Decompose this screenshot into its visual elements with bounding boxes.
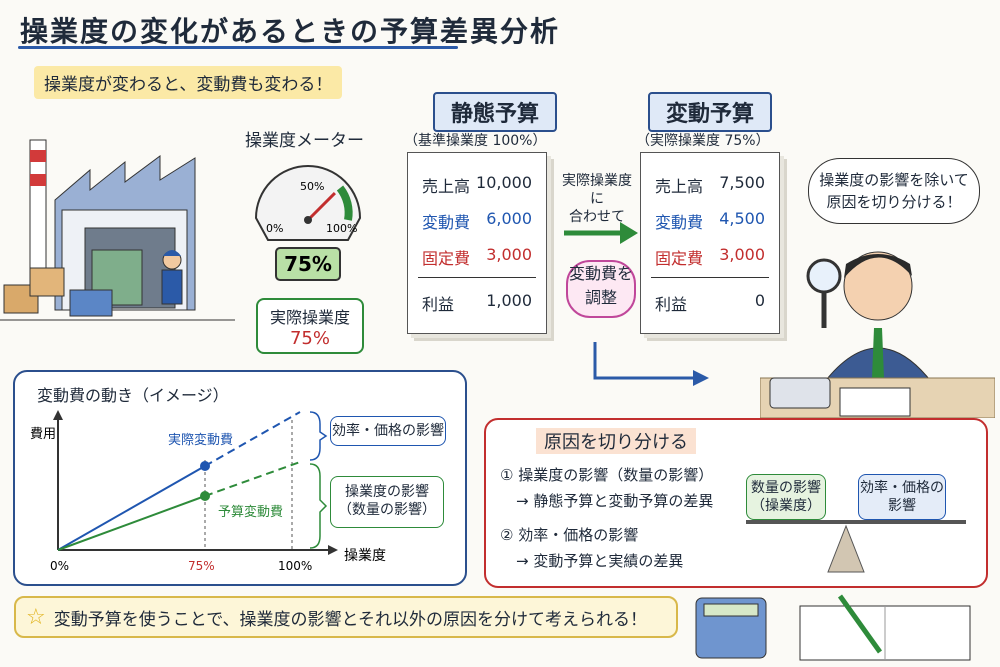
star-icon: ☆ bbox=[26, 604, 46, 630]
efficiency-note: 効率・価格の影響 bbox=[330, 416, 446, 446]
x-axis-label: 操業度 bbox=[344, 548, 386, 564]
footer-banner: ☆ 変動予算を使うことで、操業度の影響とそれ以外の原因を分けて考えられる！ bbox=[14, 596, 678, 638]
budget-cost-label: 予算変動費 bbox=[218, 504, 283, 520]
budget-cost-line bbox=[57, 495, 206, 551]
cause-item1-detail: → 静態予算と変動予算の差異 bbox=[516, 492, 714, 510]
row-label: 変動費 bbox=[655, 213, 704, 232]
row-value: 4,500 bbox=[719, 209, 765, 228]
adjust-line2: 調整 bbox=[584, 288, 617, 307]
scale-left-card: 数量の影響 （操業度） bbox=[746, 474, 826, 520]
x-tick-75: 75% bbox=[188, 559, 215, 573]
meter-tick-0: 0% bbox=[266, 222, 283, 235]
analyst-illustration bbox=[760, 251, 995, 418]
scale-right-line1: 効率・価格の bbox=[860, 480, 944, 496]
causes-title: 原因を切り分ける bbox=[536, 428, 696, 454]
row-label: 固定費 bbox=[655, 249, 704, 268]
scale-right-card: 効率・価格の 影響 bbox=[858, 474, 946, 520]
static-budget-subtitle: （基準操業度 100%） bbox=[404, 133, 547, 149]
actual-cost-projection bbox=[204, 411, 301, 467]
title-underline bbox=[18, 46, 458, 49]
meter-tick-50: 50% bbox=[300, 180, 324, 193]
blue-arrow-icon bbox=[593, 342, 709, 386]
speech-line1: 操業度の影響を除いて bbox=[819, 171, 969, 189]
flexible-budget-title: 変動予算 bbox=[648, 92, 773, 132]
x-tick-100: 100% bbox=[278, 559, 312, 573]
flexible-budget-sheet: 売上高 7,500 変動費 4,500 固定費 3,000 利益 0 bbox=[640, 152, 780, 334]
actual-point bbox=[200, 461, 210, 471]
actual-rate-label: 実際操業度 bbox=[269, 308, 350, 327]
page-title: 操業度の変化があるときの予算差異分析 bbox=[20, 15, 561, 48]
speech-line2: 原因を切り分ける！ bbox=[826, 193, 962, 211]
static-budget-sheet: 売上高 10,000 変動費 6,000 固定費 3,000 利益 1,000 bbox=[407, 152, 547, 334]
arrow-note-line2: 合わせて bbox=[569, 209, 625, 225]
row-value: 7,500 bbox=[719, 173, 765, 192]
row-label: 変動費 bbox=[422, 213, 471, 232]
x-tick-0: 0% bbox=[50, 559, 69, 573]
y-axis-label: 費用 bbox=[30, 427, 56, 442]
graph-title: 変動費の動き（イメージ） bbox=[37, 386, 229, 405]
cause-item1-title: ① 操業度の影響（数量の影響） bbox=[500, 466, 714, 484]
green-arrow-icon bbox=[564, 222, 638, 244]
actual-cost-line bbox=[57, 465, 206, 551]
meter-label: 操業度メーター bbox=[245, 131, 364, 151]
scale-left-line1: 数量の影響 bbox=[751, 480, 821, 496]
arrow-note-line1: 実際操業度に bbox=[562, 173, 632, 207]
row-label: 売上高 bbox=[422, 177, 471, 196]
adjust-bubble: 変動費を 調整 bbox=[566, 260, 636, 318]
budget-cost-projection bbox=[204, 461, 301, 497]
static-budget-title: 静態予算 bbox=[433, 92, 558, 132]
variable-cost-graph: 費用 操業度 0% 75% 100% 実際変動費 予算変動費 bbox=[30, 410, 386, 573]
operating-rate-meter: 50% 0% 100% 75% bbox=[254, 165, 362, 281]
actual-rate-value: 75% bbox=[289, 328, 330, 349]
calculator-notebook-illustration bbox=[695, 594, 971, 661]
actual-rate-card: 実際操業度 75% bbox=[256, 298, 364, 354]
balance-scale bbox=[746, 520, 966, 573]
row-value: 0 bbox=[754, 291, 765, 310]
volume-note: 操業度の影響 （数量の影響） bbox=[330, 476, 444, 528]
volume-note-line1: 操業度の影響 bbox=[345, 484, 429, 500]
sum-line bbox=[418, 277, 536, 278]
budget-point bbox=[200, 491, 210, 501]
row-label: 固定費 bbox=[422, 249, 471, 268]
meter-needle bbox=[306, 192, 336, 222]
volume-note-line2: （数量の影響） bbox=[338, 502, 436, 518]
factory-illustration bbox=[0, 139, 235, 321]
speech-bubble: 操業度の影響を除いて 原因を切り分ける！ bbox=[808, 158, 980, 224]
row-value: 3,000 bbox=[719, 245, 765, 264]
row-value: 6,000 bbox=[486, 209, 532, 228]
subtitle: 操業度が変わると、変動費も変わる！ bbox=[34, 66, 343, 99]
meter-readout: 75% bbox=[284, 252, 332, 276]
adjust-line1: 変動費を bbox=[568, 264, 633, 283]
actual-cost-label: 実際変動費 bbox=[168, 432, 233, 448]
cause-item2-detail: → 変動予算と実績の差異 bbox=[516, 552, 684, 570]
scale-left-line2: （操業度） bbox=[751, 498, 821, 514]
causes-panel: 原因を切り分ける ① 操業度の影響（数量の影響） → 静態予算と変動予算の差異 … bbox=[484, 418, 988, 588]
row-value: 1,000 bbox=[486, 291, 532, 310]
row-label: 売上高 bbox=[655, 177, 704, 196]
meter-tick-100: 100% bbox=[326, 222, 357, 235]
row-value: 10,000 bbox=[476, 173, 532, 192]
row-value: 3,000 bbox=[486, 245, 532, 264]
flexible-budget-subtitle: （実際操業度 75%） bbox=[636, 133, 770, 149]
footer-text: 変動予算を使うことで、操業度の影響とそれ以外の原因を分けて考えられる！ bbox=[53, 609, 648, 630]
row-label: 利益 bbox=[655, 295, 688, 314]
row-label: 利益 bbox=[422, 295, 455, 314]
scale-right-line2: 影響 bbox=[888, 498, 916, 514]
arrow-note: 実際操業度に 合わせて bbox=[560, 172, 634, 226]
sum-line bbox=[651, 277, 769, 278]
cause-item2-title: ② 効率・価格の影響 bbox=[500, 526, 639, 544]
